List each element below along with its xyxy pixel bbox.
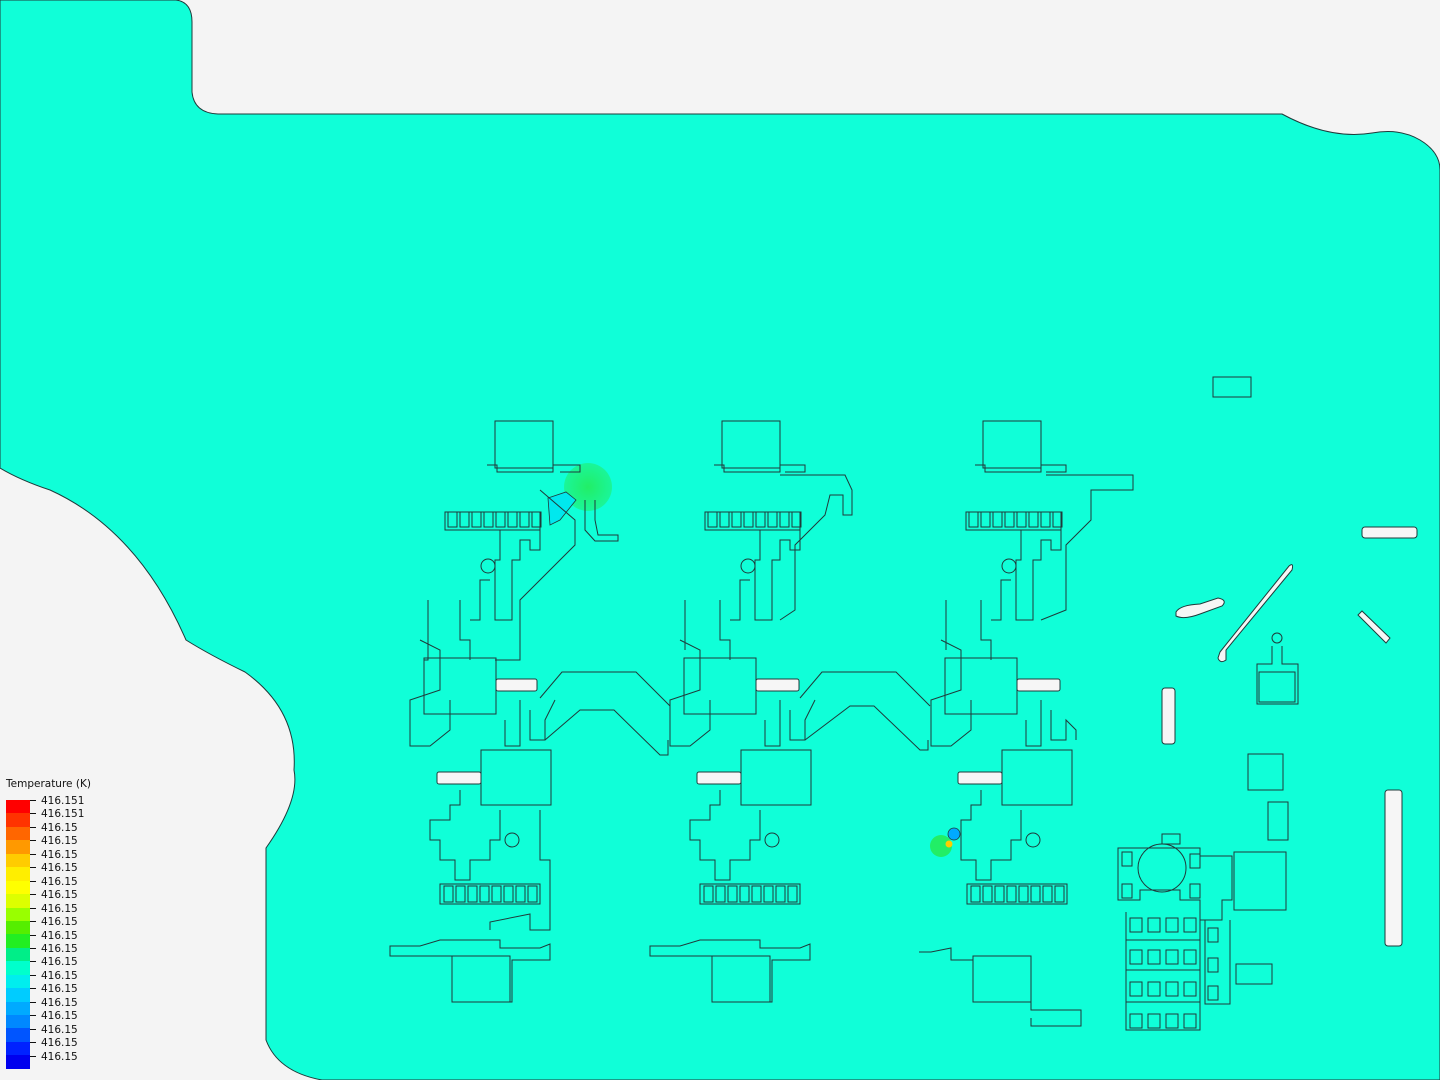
- legend-tick: [30, 988, 36, 990]
- legend-tick: [30, 974, 36, 976]
- legend-tick: [30, 1028, 36, 1030]
- legend-tick: [30, 853, 36, 855]
- legend-label: 416.15: [41, 1010, 78, 1023]
- legend-tick: [30, 907, 36, 909]
- legend-swatch: [6, 813, 30, 827]
- legend-label: 416.15: [41, 996, 78, 1009]
- legend-label: 416.15: [41, 821, 78, 834]
- legend-swatch: [6, 974, 30, 989]
- power-stage-3: [919, 420, 1134, 1027]
- power-stage-1: [389, 420, 671, 1003]
- legend-label: 416.15: [41, 862, 78, 875]
- hotspot-upper: [564, 463, 612, 511]
- hotspot-lower: [930, 835, 952, 857]
- legend-label: 416.15: [41, 889, 78, 902]
- legend-swatch: [6, 840, 30, 854]
- legend-swatch: [6, 800, 30, 814]
- legend-tick: [30, 867, 36, 869]
- legend-tick: [30, 1001, 36, 1003]
- legend-tick: [30, 813, 36, 815]
- legend-tick: [30, 894, 36, 896]
- legend-swatch: [6, 961, 30, 975]
- legend-tick: [30, 934, 36, 936]
- hotspot-lower-blue: [947, 827, 961, 841]
- right-pad-array: [1121, 851, 1219, 1029]
- legend-tick: [30, 800, 36, 801]
- legend-label: 416.15: [41, 942, 78, 955]
- legend-tick: [30, 1042, 36, 1044]
- legend-swatch: [6, 826, 30, 841]
- legend-label: 416.151: [41, 795, 85, 807]
- legend-title: Temperature (K): [6, 778, 91, 790]
- legend-swatch: [6, 853, 30, 868]
- legend-tick: [30, 880, 36, 882]
- legend-label: 416.15: [41, 916, 78, 929]
- legend-tick: [30, 921, 36, 923]
- legend-swatch: [6, 867, 30, 881]
- legend-swatch: [6, 934, 30, 948]
- legend-swatch: [6, 1055, 30, 1069]
- legend-label: 416.15: [41, 1037, 78, 1050]
- legend-label: 416.15: [41, 1050, 78, 1063]
- legend-label: 416.15: [41, 835, 78, 848]
- legend-tick: [30, 840, 36, 842]
- right-components: [1117, 376, 1418, 1031]
- legend-swatch: [6, 1041, 30, 1056]
- legend-swatch: [6, 947, 30, 962]
- legend-label: 416.15: [41, 956, 78, 969]
- legend-tick: [30, 1015, 36, 1017]
- legend-tick: [30, 947, 36, 949]
- legend-label: 416.15: [41, 969, 78, 982]
- legend-tick: [30, 826, 36, 828]
- legend-swatch: [6, 1001, 30, 1015]
- legend-swatch: [6, 880, 30, 895]
- legend-colorbar: [6, 800, 30, 1069]
- legend-swatch: [6, 920, 30, 935]
- legend-swatch: [6, 988, 30, 1002]
- legend-label: 416.15: [41, 1023, 78, 1036]
- legend-label: 416.15: [41, 983, 78, 996]
- legend-swatch: [6, 1015, 30, 1029]
- power-stage-2: [649, 420, 931, 1003]
- legend-label: 416.151: [41, 808, 85, 821]
- legend-swatch: [6, 894, 30, 908]
- legend-label: 416.15: [41, 902, 78, 915]
- legend-swatch: [6, 907, 30, 921]
- legend-label: 416.15: [41, 848, 78, 861]
- legend-swatch: [6, 1028, 30, 1042]
- legend-label: 416.15: [41, 875, 78, 888]
- hotspot-lower-yellow: [945, 840, 953, 848]
- legend-tick: [30, 1055, 36, 1057]
- legend-label: 416.15: [41, 929, 78, 942]
- legend-tick: [30, 961, 36, 963]
